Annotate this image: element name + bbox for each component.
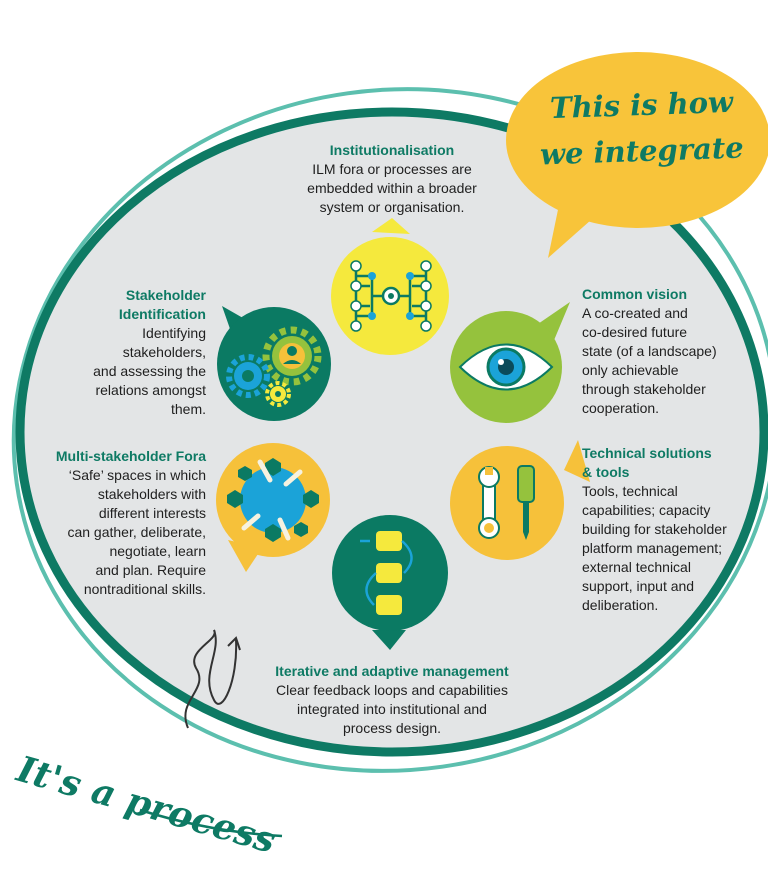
common-vision-title: Common vision: [582, 286, 688, 302]
iterative-title: Iterative and adaptive management: [275, 663, 509, 679]
wrench-icon: [478, 466, 500, 539]
process-underline: [139, 808, 283, 838]
iterative-management-node: [332, 515, 448, 650]
feedback-loop-icon: [360, 531, 413, 615]
background-ellipse: [20, 112, 764, 748]
common-vision-text: A co-created and co-desired future state…: [582, 305, 717, 416]
stakeholder-text: Identifying stakeholders, and assessing …: [93, 325, 206, 417]
institutionalisation-block: Institutionalisation ILM fora or process…: [282, 141, 502, 217]
technical-solutions-node: [450, 440, 590, 560]
outer-ring-dark: [15, 107, 768, 757]
iterative-block: Iterative and adaptive management Clear …: [244, 662, 540, 738]
screwdriver-icon: [517, 465, 535, 540]
multi-stakeholder-text: ‘Safe’ spaces in which stakeholders with…: [67, 467, 206, 597]
common-vision-block: Common vision A co-created and co-desire…: [582, 285, 752, 418]
outer-ring-light: [11, 87, 768, 773]
common-vision-node: [450, 302, 570, 423]
technical-title: Technical solutions & tools: [582, 445, 712, 480]
callout-bubble: [506, 52, 768, 258]
gears-icon: [226, 326, 322, 407]
institutionalisation-node: [331, 218, 449, 355]
stakeholder-title: Stakeholder Identification: [118, 287, 206, 322]
technical-block: Technical solutions & tools Tools, techn…: [582, 444, 762, 615]
callout-line-1: This is how: [549, 84, 734, 126]
multi-stakeholder-block: Multi-stakeholder Fora ‘Safe’ spaces in …: [30, 447, 206, 599]
network-structure-icon: [354, 266, 428, 326]
stakeholder-identification-node: [217, 306, 331, 421]
stakeholder-block: Stakeholder Identification Identifying s…: [56, 286, 206, 419]
multi-stakeholder-title: Multi-stakeholder Fora: [55, 448, 206, 464]
squiggle-arrow-icon: [184, 629, 238, 729]
iterative-text: Clear feedback loops and capabilities in…: [276, 682, 508, 736]
callout-line-2: we integrate: [539, 130, 745, 172]
institutionalisation-title: Institutionalisation: [329, 142, 455, 158]
technical-text: Tools, technical capabilities; capacity …: [582, 483, 727, 613]
institutionalisation-text: ILM fora or processes are embedded withi…: [307, 161, 477, 215]
multi-stakeholder-node: [216, 443, 330, 572]
